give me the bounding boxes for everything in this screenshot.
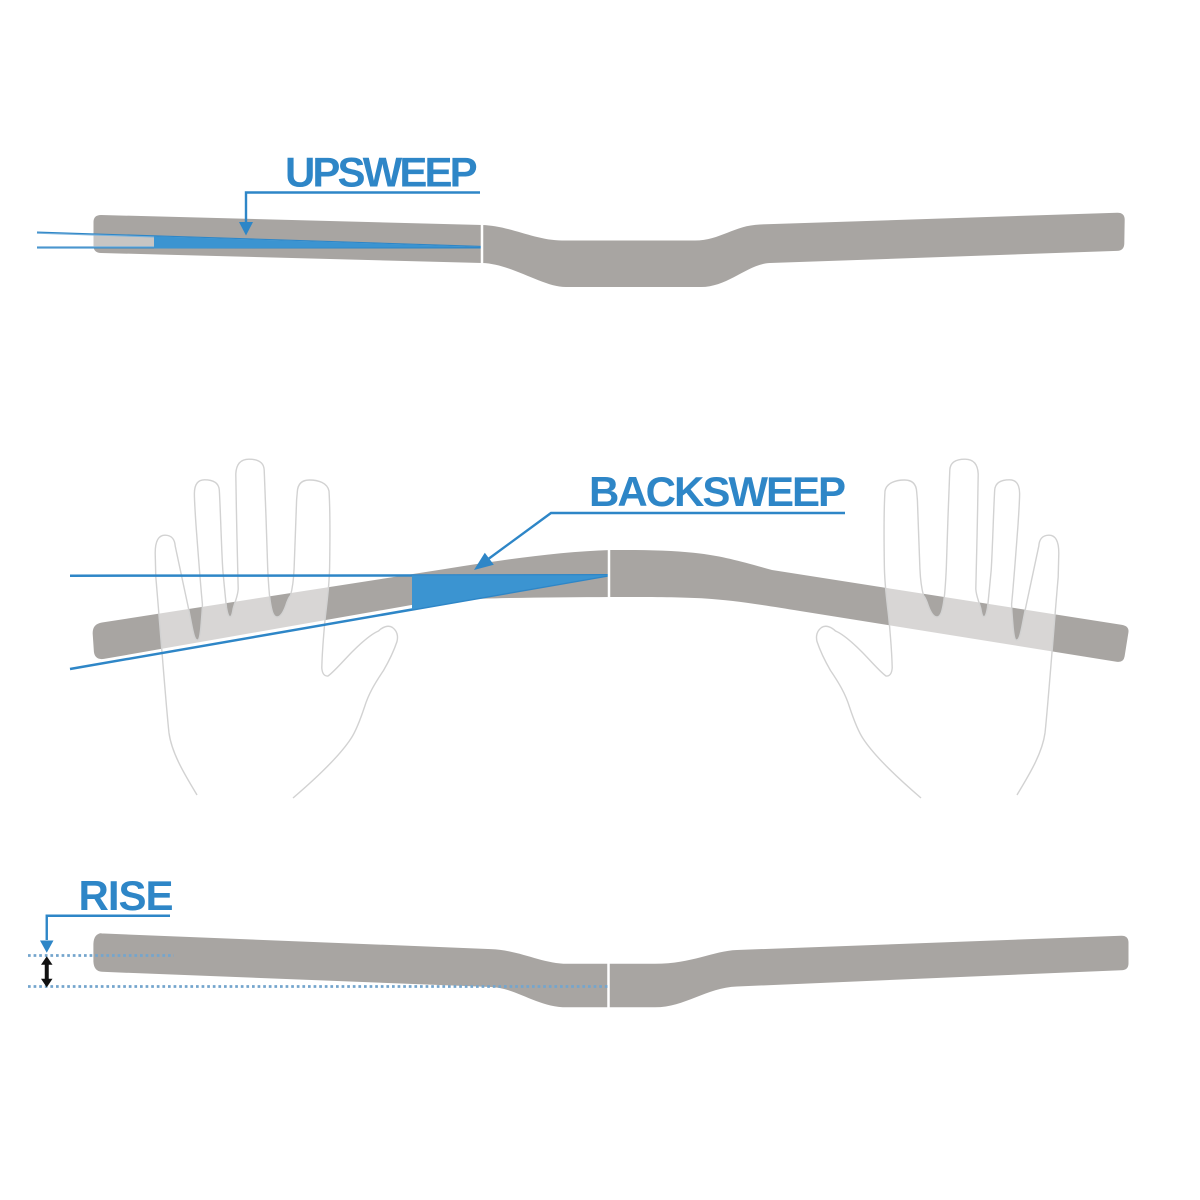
svg-text:RISE: RISE (79, 872, 173, 919)
svg-text:UPSWEEP: UPSWEEP (285, 149, 477, 196)
svg-text:BACKSWEEP: BACKSWEEP (589, 468, 845, 515)
